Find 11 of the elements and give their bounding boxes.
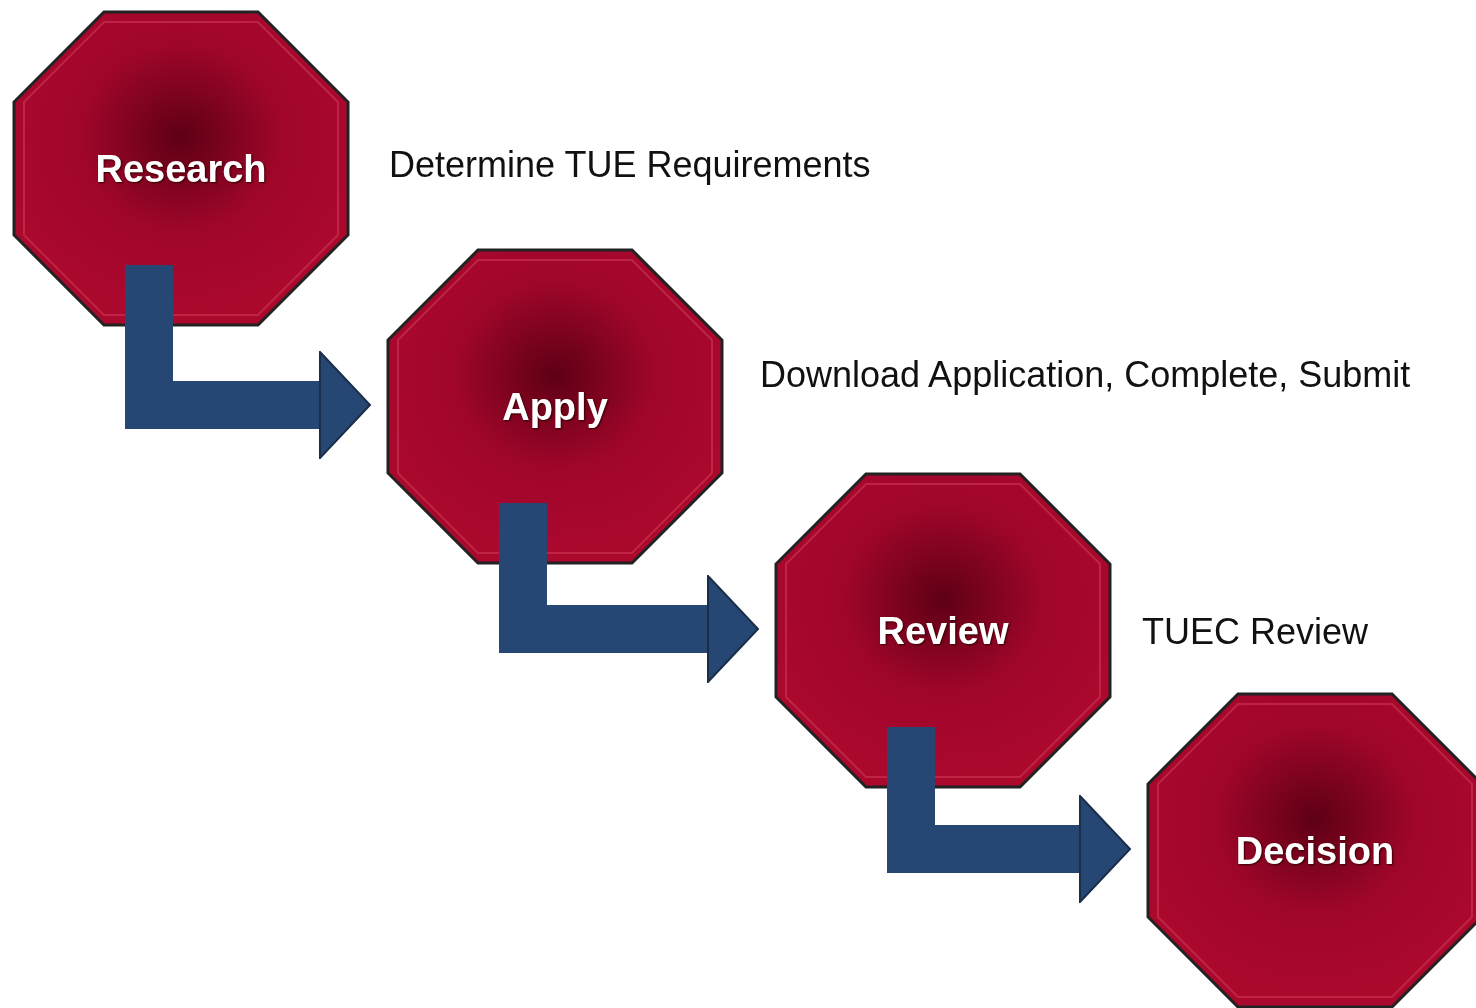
step-title: Research bbox=[95, 147, 267, 189]
step-title: Review bbox=[877, 609, 1009, 651]
step-description: Download Application, Complete, Submit bbox=[760, 354, 1411, 396]
step-description: TUEC Review bbox=[1142, 611, 1369, 653]
elbow-arrow bbox=[499, 503, 759, 683]
octagon-node bbox=[1146, 692, 1476, 1008]
elbow-arrow bbox=[887, 727, 1131, 903]
step-title: Apply bbox=[502, 385, 608, 427]
elbow-arrow bbox=[125, 265, 371, 459]
step-title: Decision bbox=[1235, 829, 1395, 871]
step-description: Determine TUE Requirements bbox=[389, 144, 871, 186]
